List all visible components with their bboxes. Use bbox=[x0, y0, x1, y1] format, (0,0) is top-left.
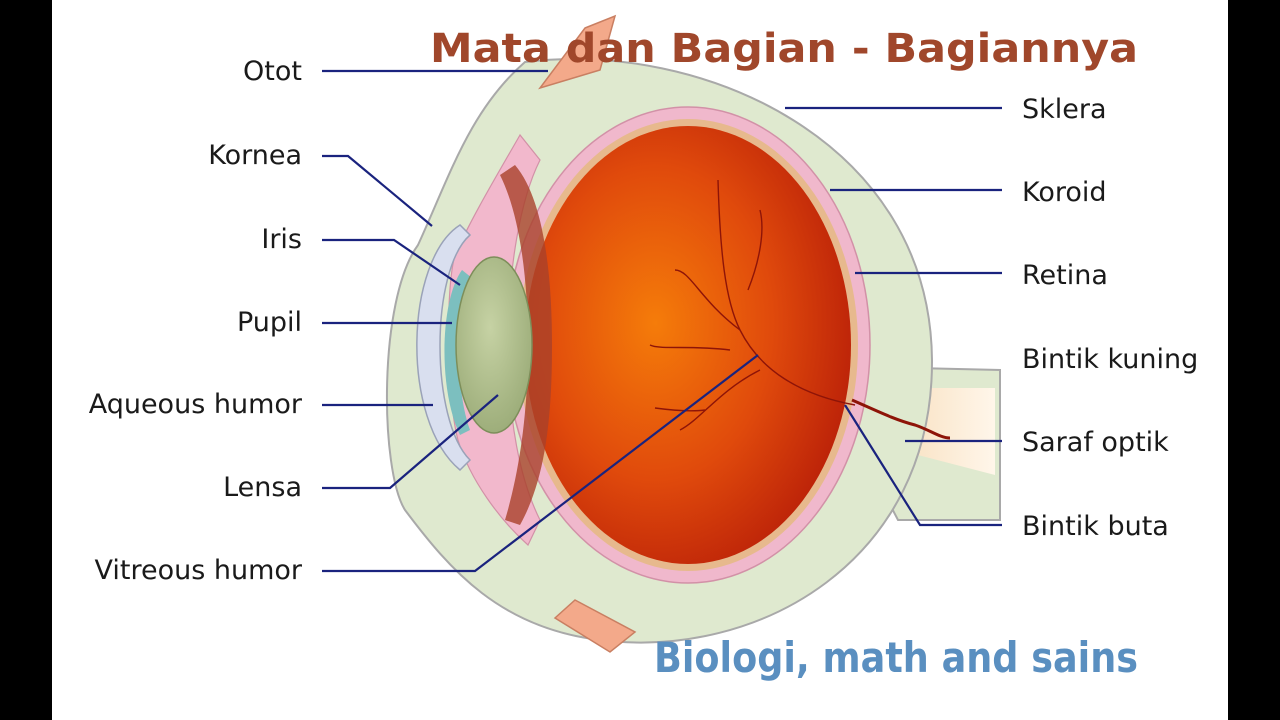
cornea-shape bbox=[416, 224, 472, 472]
vitreous-shape bbox=[525, 126, 851, 564]
labels-right: Sklera Koroid Retina Bintik kuning Saraf… bbox=[1022, 94, 1198, 542]
page-title: Mata dan Bagian - Bagiannya bbox=[430, 26, 1138, 72]
leader-bintik-buta bbox=[844, 404, 1002, 527]
leader-lines bbox=[322, 69, 1002, 573]
label-bintik-kuning: Bintik kuning bbox=[1022, 344, 1198, 375]
lens-shadow bbox=[500, 165, 552, 525]
label-pupil: Pupil bbox=[237, 307, 302, 338]
eye-illustration bbox=[385, 14, 1001, 653]
page-subtitle: Biologi, math and sains bbox=[654, 633, 1138, 682]
leader-kornea bbox=[322, 154, 433, 227]
muscle-bottom bbox=[553, 599, 637, 653]
label-aqueous-humor: Aqueous humor bbox=[89, 389, 303, 420]
label-sklera: Sklera bbox=[1022, 94, 1107, 125]
label-retina: Retina bbox=[1022, 260, 1108, 291]
label-koroid: Koroid bbox=[1022, 177, 1107, 208]
leader-iris bbox=[322, 238, 461, 286]
label-vitreous-humor: Vitreous humor bbox=[94, 555, 302, 586]
label-kornea: Kornea bbox=[208, 140, 302, 171]
leader-vitreous bbox=[322, 354, 759, 573]
muscle-top bbox=[538, 14, 617, 90]
optic-vessel bbox=[851, 398, 951, 440]
labels-left: Otot Kornea Iris Pupil Aqueous humor Len… bbox=[89, 56, 303, 586]
label-iris: Iris bbox=[261, 224, 302, 255]
label-otot: Otot bbox=[243, 56, 302, 87]
blood-vessels bbox=[649, 179, 856, 431]
lens-shape bbox=[455, 256, 533, 434]
label-bintik-buta: Bintik buta bbox=[1022, 511, 1169, 542]
label-saraf-optik: Saraf optik bbox=[1022, 427, 1169, 458]
leader-lensa bbox=[322, 394, 499, 490]
label-lensa: Lensa bbox=[223, 472, 302, 503]
